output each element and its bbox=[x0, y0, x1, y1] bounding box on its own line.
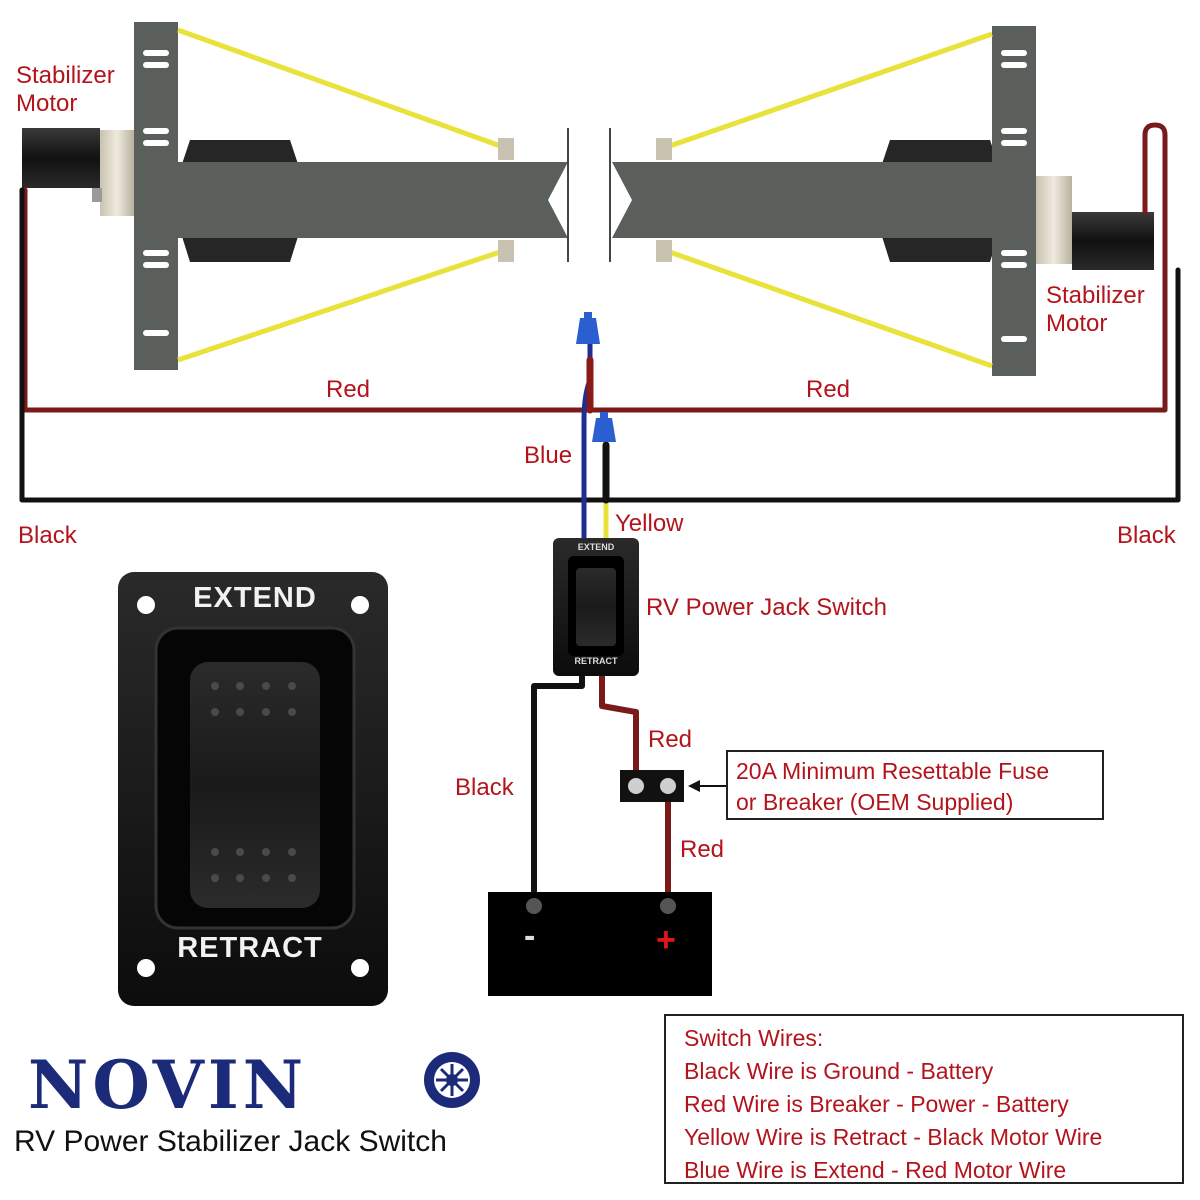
brand-logo: NOVIN bbox=[28, 1046, 308, 1124]
fuse-arrow bbox=[688, 780, 726, 792]
label-red-left: Red bbox=[326, 376, 371, 403]
rocker-big bbox=[190, 662, 320, 908]
plate-left bbox=[134, 22, 178, 370]
rv-power-jack-switch bbox=[553, 538, 639, 676]
wire-red-motors bbox=[22, 122, 1168, 413]
small-switch-extend: EXTEND bbox=[577, 542, 615, 552]
plate-right bbox=[992, 26, 1036, 376]
product-title: RV Power Stabilizer Jack Switch bbox=[14, 1125, 447, 1158]
label-motor-right: Stabilizer Motor bbox=[1046, 282, 1145, 337]
switch-wires-line: Red Wire is Breaker - Power - Battery bbox=[684, 1091, 1069, 1117]
panel-extend-label: EXTEND bbox=[193, 582, 317, 614]
wire-connector-yellow-black bbox=[592, 412, 616, 442]
label-blue: Blue bbox=[524, 442, 573, 469]
fuse-note: 20A Minimum Resettable Fuse or Breaker (… bbox=[726, 750, 1104, 820]
stabilizer-right bbox=[612, 26, 1154, 376]
wire-red-fuse bbox=[599, 673, 639, 775]
battery-plus-label: + bbox=[656, 921, 676, 959]
label-red-upper: Red bbox=[648, 726, 693, 753]
wires bbox=[19, 122, 1181, 908]
fuse-breaker bbox=[620, 770, 684, 802]
switch-wires-line: Yellow Wire is Retract - Black Motor Wir… bbox=[684, 1124, 1103, 1150]
switch-wires-legend: Switch Wires: Black Wire is Ground - Bat… bbox=[664, 1014, 1184, 1184]
switch-wires-title: Switch Wires: bbox=[684, 1025, 824, 1051]
label-black-lower: Black bbox=[455, 774, 514, 801]
label-black-left: Black bbox=[18, 522, 77, 549]
small-switch-retract: RETRACT bbox=[574, 656, 618, 666]
battery bbox=[488, 892, 712, 996]
fuse-note-line1: 20A Minimum Resettable Fuse bbox=[736, 758, 1050, 784]
tire-logo-icon bbox=[424, 1052, 480, 1108]
motor-left bbox=[22, 128, 100, 188]
wire-black-motors bbox=[19, 187, 1181, 503]
label-black-right: Black bbox=[1117, 522, 1176, 549]
battery-minus-label: - bbox=[524, 917, 536, 955]
label-motor-left: Stabilizer Motor bbox=[16, 62, 115, 117]
beam-break bbox=[567, 128, 611, 262]
label-switch: RV Power Jack Switch bbox=[646, 594, 887, 621]
switch-panel bbox=[118, 572, 388, 1006]
panel-retract-label: RETRACT bbox=[177, 932, 323, 964]
switch-wires-line: Black Wire is Ground - Battery bbox=[684, 1058, 994, 1084]
label-red-right: Red bbox=[806, 376, 851, 403]
switch-wires-line: Blue Wire is Extend - Red Motor Wire bbox=[684, 1157, 1067, 1183]
label-red-lower: Red bbox=[680, 836, 725, 863]
fuse-note-line2: or Breaker (OEM Supplied) bbox=[736, 789, 1014, 815]
wire-black-battery bbox=[531, 673, 585, 908]
beam-left bbox=[160, 162, 568, 238]
wire-connector-blue-red bbox=[576, 312, 600, 344]
motor-right bbox=[1072, 212, 1154, 270]
stabilizer-left bbox=[22, 22, 568, 370]
beam-right bbox=[612, 162, 1020, 238]
label-yellow: Yellow bbox=[615, 510, 684, 537]
